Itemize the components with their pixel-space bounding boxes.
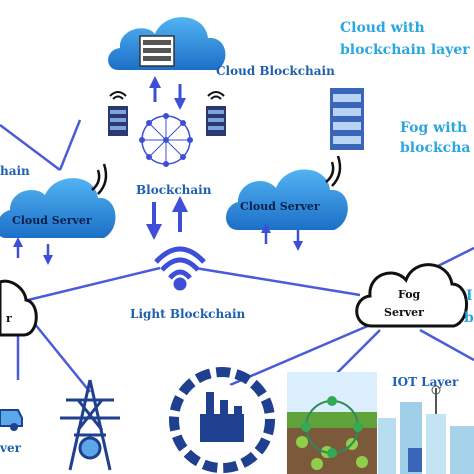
right-fragment-2: b	[464, 310, 474, 326]
line-cloud-top-left	[58, 119, 82, 171]
fog-server-label-fog: Fog	[398, 288, 421, 301]
line-light-to-left	[27, 266, 161, 302]
fog-server-label-server: Server	[384, 306, 424, 319]
server-left	[108, 106, 128, 136]
line-left-to-tower	[29, 317, 91, 393]
wifi-icon	[325, 155, 342, 187]
line-fog-to-iot	[419, 328, 474, 362]
cloud-with-blockchain-label-2: blockchain layer	[340, 42, 470, 58]
server-rack-icon	[139, 35, 175, 67]
cloud-server-left-label: Cloud Server	[12, 214, 92, 227]
left-chain-fragment: hain	[0, 164, 30, 178]
smart-city-icon	[378, 385, 474, 474]
cloud-server-right-label: Cloud Server	[240, 200, 320, 213]
signal-tower-icon	[154, 246, 206, 291]
server-rack-icon	[330, 88, 364, 150]
cloud-blockchain-cloud	[108, 17, 226, 70]
arrows-under-clouds	[13, 223, 303, 265]
factory-gear-icon	[169, 367, 275, 473]
cloud-server-left	[0, 163, 116, 238]
cloud-server-right	[226, 155, 348, 230]
line-fog-to-farm	[329, 329, 381, 381]
wifi-icon	[91, 163, 108, 195]
right-fragment-1: I	[466, 288, 473, 304]
line-fog-to-factory	[229, 323, 371, 387]
wifi-icon	[109, 91, 127, 100]
blockchain-label: Blockchain	[136, 183, 212, 197]
line-cloud-left-to-top	[0, 124, 61, 171]
iot-layer-label: IOT Layer	[392, 375, 459, 389]
arrows-cloud-blockchain	[149, 76, 186, 110]
fog-cloud-left	[0, 279, 38, 337]
smart-farm-icon	[287, 372, 377, 474]
fog-with-label-1: Fog with	[400, 120, 467, 136]
server-right	[206, 106, 226, 136]
fog-server-cloud	[355, 263, 468, 328]
left-fog-fragment: r	[6, 312, 12, 325]
arrows-blockchain-light	[146, 196, 188, 240]
wifi-icon	[207, 91, 225, 100]
light-blockchain-label: Light Blockchain	[130, 307, 246, 321]
connection-lines	[0, 119, 474, 393]
transmission-tower-icon	[60, 379, 120, 471]
vehicle-icon	[0, 409, 23, 431]
cloud-with-blockchain-label-1: Cloud with	[340, 20, 425, 36]
fog-with-label-2: blockcha	[400, 140, 470, 156]
blockchain-network-icon	[139, 113, 193, 167]
left-bottom-fragment: ver	[0, 441, 22, 455]
cloud-blockchain-label: Cloud Blockchain	[216, 64, 335, 78]
line-light-to-fog	[194, 266, 361, 297]
